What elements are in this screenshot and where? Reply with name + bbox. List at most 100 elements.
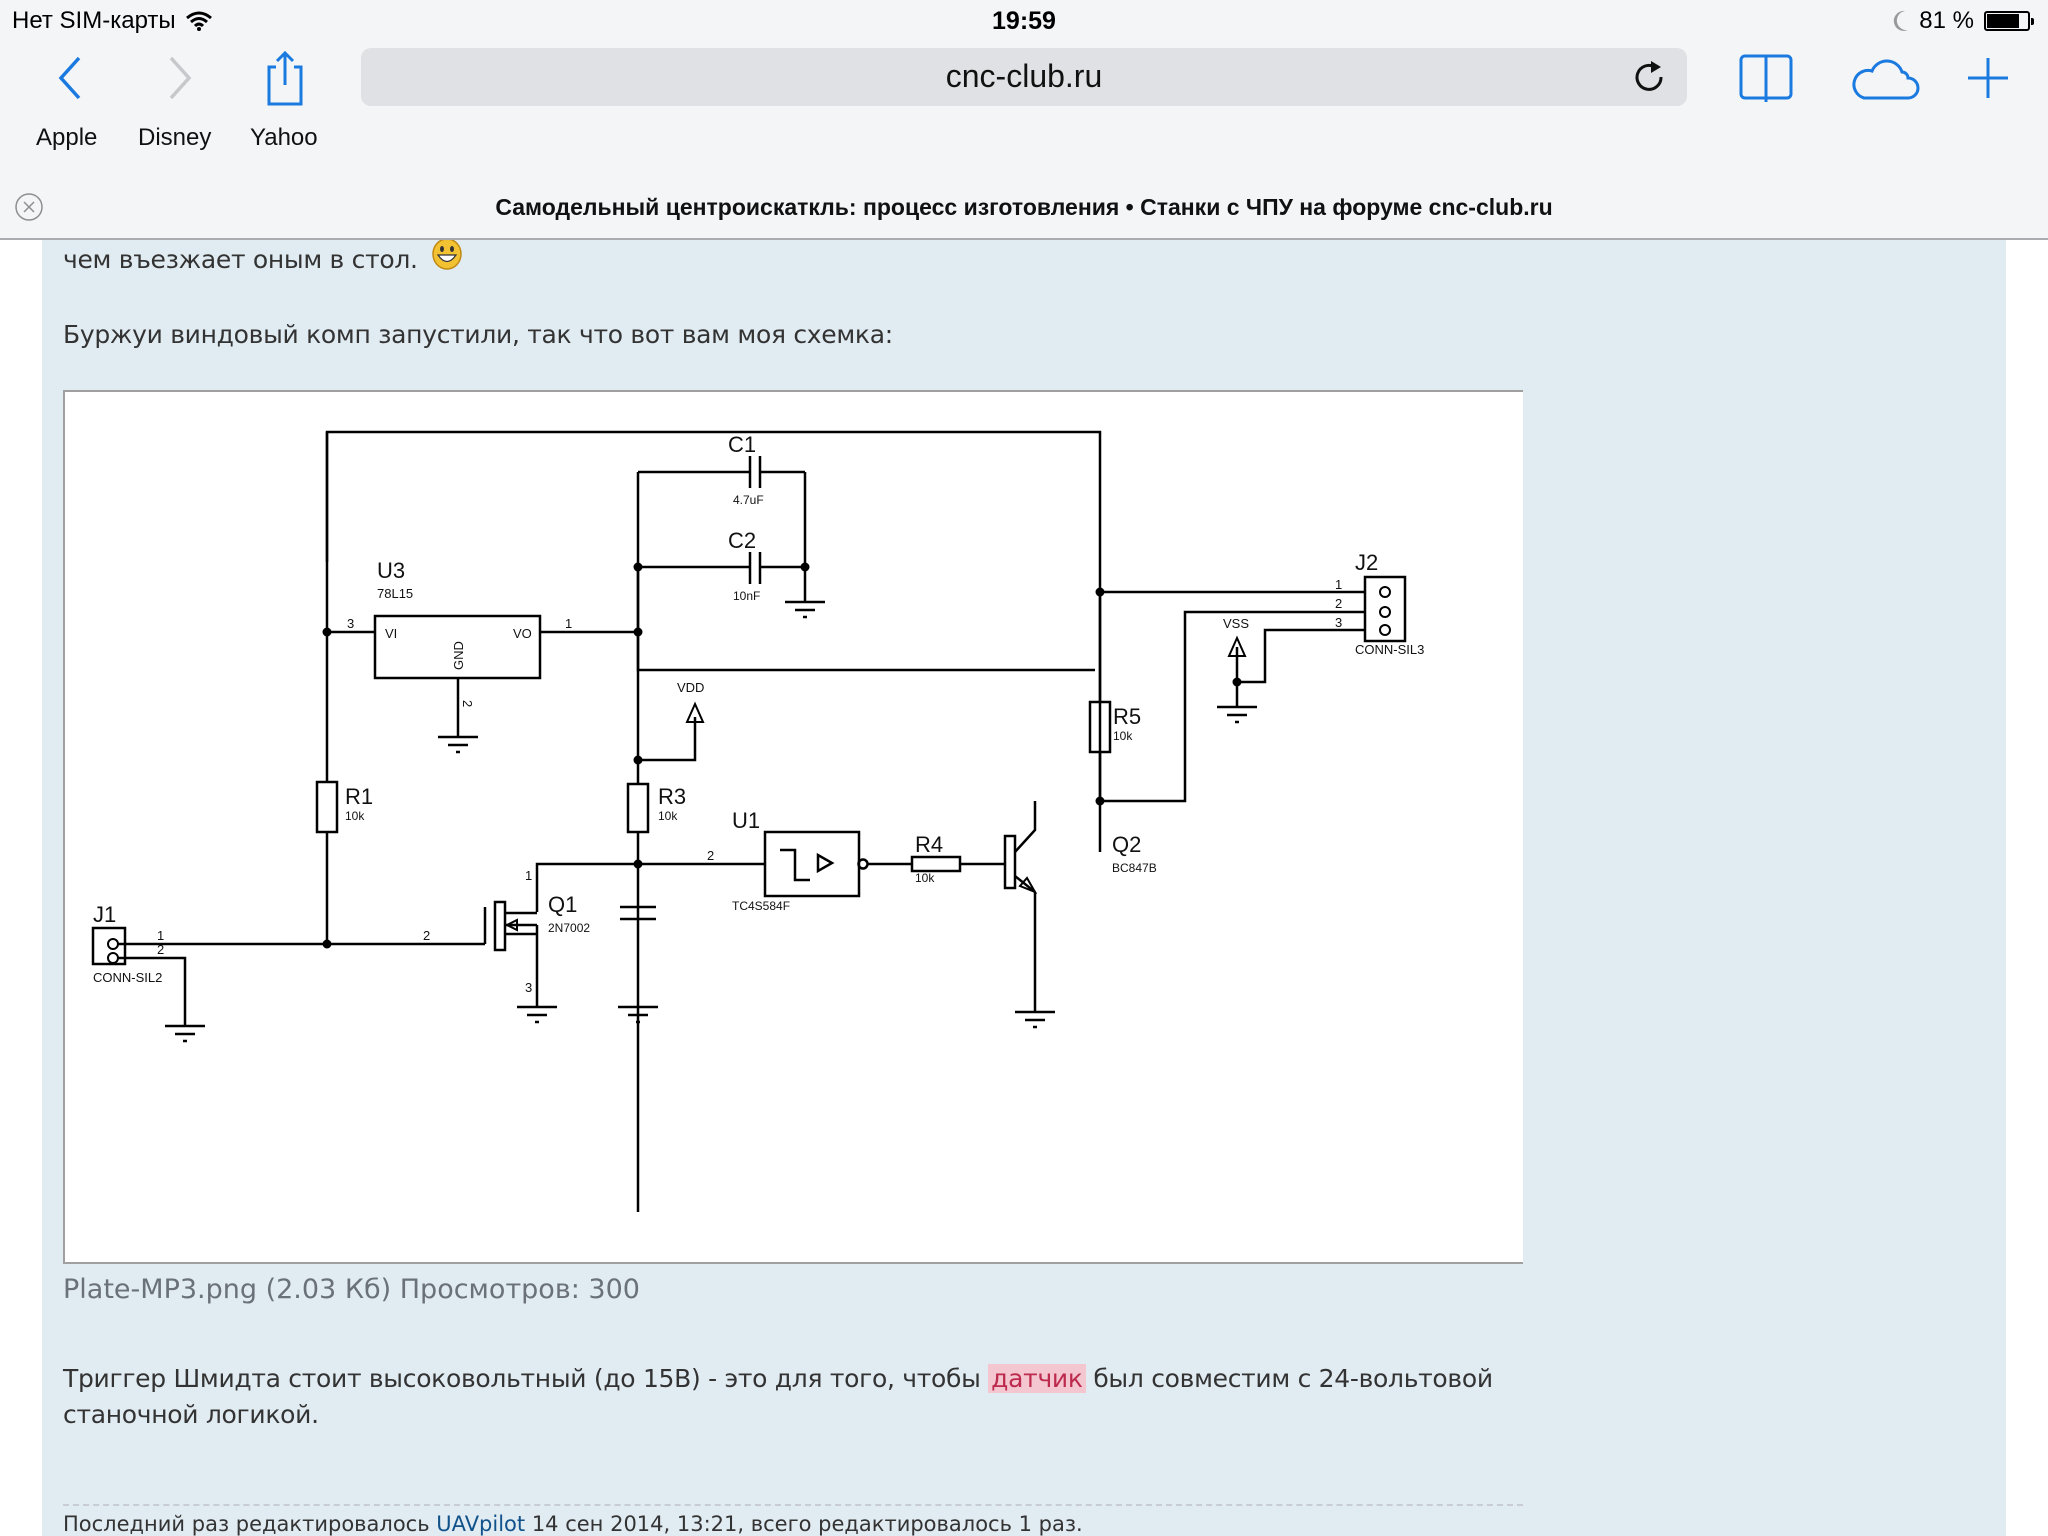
new-tab-button[interactable] [1958, 46, 2018, 110]
page-content: чем въезжает оным в стол. Буржуи виндовы… [0, 240, 2048, 1536]
j1-value: CONN-SIL2 [93, 970, 162, 985]
carrier-label: Нет SIM-карты [12, 7, 176, 34]
j2-pin3: 3 [1335, 615, 1342, 630]
close-tab-icon[interactable] [14, 192, 44, 222]
r4-ref: R4 [915, 832, 943, 857]
edit-suffix: 14 сен 2014, 13:21, всего редактировалос… [525, 1512, 1083, 1536]
cloud-icon [1852, 59, 1920, 100]
tab-bar: Самодельный центроискаткль: процесс изго… [0, 184, 2048, 238]
ground-symbols [165, 600, 1257, 1043]
forward-button[interactable] [150, 46, 210, 110]
j2-pin2: 2 [1335, 596, 1342, 611]
c1-ref: C1 [728, 432, 756, 457]
q2-emitter-arrow [1018, 876, 1038, 894]
r5-ref: R5 [1113, 704, 1141, 729]
reload-icon[interactable] [1633, 60, 1667, 94]
u3-pin2: 2 [460, 700, 475, 707]
edit-note: Последний раз редактировалось UAVpilot 1… [63, 1512, 1083, 1536]
u3-pin-gnd: GND [451, 641, 466, 670]
q2-ref: Q2 [1112, 832, 1141, 857]
battery-level [1987, 14, 2020, 28]
url-text[interactable]: cnc-club.ru [945, 58, 1103, 94]
j1-ref: J1 [93, 902, 116, 927]
para-after: был совместим с 24-вольтовой [1085, 1364, 1493, 1393]
tab-title[interactable]: Самодельный центроискаткль: процесс изго… [495, 194, 1553, 220]
q1-pin2: 2 [423, 928, 430, 943]
post-divider [63, 1504, 1523, 1506]
schematic-image[interactable]: C1 4.7uF C2 10nF U3 78L15 VI VO GND 3 1 … [63, 390, 1523, 1264]
q1-arrow [504, 918, 518, 932]
u1-value: TC4S584F [732, 899, 790, 913]
j1-pin1: 1 [157, 928, 164, 943]
clock: 19:59 [992, 7, 1056, 35]
moon-icon [1894, 10, 1909, 31]
j2-pin1: 1 [1335, 577, 1342, 592]
chevron-right-icon [169, 56, 192, 100]
q1-value: 2N7002 [548, 921, 590, 935]
post-paragraph: Триггер Шмидта стоит высоковольтный (до … [63, 1364, 1493, 1393]
forum-post: чем въезжает оным в стол. Буржуи виндовы… [42, 240, 2006, 1536]
u3-pin-vi: VI [385, 626, 397, 641]
address-bar[interactable]: cnc-club.ru [361, 48, 1687, 106]
share-icon [267, 50, 303, 106]
plus-icon [1968, 58, 2008, 98]
status-left: Нет SIM-карты [12, 7, 212, 35]
u1-pin2: 2 [707, 848, 714, 863]
junction-dots [322, 562, 1242, 949]
q2-value: BC847B [1112, 861, 1157, 875]
vss-symbol [1227, 635, 1247, 657]
para-before: Триггер Шмидта стоит высоковольтный (до … [63, 1364, 989, 1393]
u3-value: 78L15 [377, 586, 413, 601]
bookmark-disney[interactable]: Disney [138, 124, 212, 151]
q1-pin3: 3 [525, 980, 532, 995]
connector-pins [107, 586, 1391, 964]
u3-pin3: 3 [347, 616, 354, 631]
post-line-1-text: чем въезжает оным в стол. [63, 245, 418, 274]
r5-value: 10k [1113, 729, 1133, 743]
u3-pin-vo: VO [513, 626, 532, 641]
r4-value: 10k [915, 871, 935, 885]
icloud-tabs-button[interactable] [1850, 46, 1920, 110]
status-right: 81 % [1893, 7, 2034, 35]
post-paragraph-line2: станочной логикой. [63, 1400, 319, 1429]
back-button[interactable] [40, 46, 100, 110]
browser-chrome: Нет SIM-карты 19:59 81 % [0, 0, 2048, 240]
post-line-2: Буржуи виндовый комп запустили, так что … [63, 320, 893, 349]
r1-value: 10k [345, 809, 365, 823]
j1-pin2: 2 [157, 942, 164, 957]
c2-value: 10nF [733, 589, 760, 603]
j2-value: CONN-SIL3 [1355, 642, 1424, 657]
status-bar: Нет SIM-карты 19:59 81 % [0, 0, 2048, 40]
attachment-caption: Plate-MP3.png (2.03 Кб) Просмотров: 300 [63, 1274, 640, 1305]
u3-ref: U3 [377, 558, 405, 583]
bookmarks-button[interactable] [1736, 46, 1796, 110]
r3-value: 10k [658, 809, 678, 823]
highlighted-keyword[interactable]: датчик [988, 1364, 1086, 1393]
book-icon [1739, 54, 1793, 102]
r3-ref: R3 [658, 784, 686, 809]
r1-ref: R1 [345, 784, 373, 809]
q1-ref: Q1 [548, 892, 577, 917]
wifi-icon [185, 11, 212, 31]
post-line-1: чем въезжает оным в стол. [63, 240, 463, 274]
u1-ref: U1 [732, 808, 760, 833]
bookmark-apple[interactable]: Apple [36, 124, 98, 151]
wires [91, 430, 1407, 1212]
circuit-schematic: C1 4.7uF C2 10nF U3 78L15 VI VO GND 3 1 … [91, 430, 1424, 1212]
j2-ref: J2 [1355, 550, 1378, 575]
share-button[interactable] [255, 46, 315, 110]
q1-pin1: 1 [525, 868, 532, 883]
battery-percent: 81 % [1919, 7, 1974, 34]
u3-pin1: 1 [565, 616, 572, 631]
capacitor-plates [748, 456, 762, 584]
edit-prefix: Последний раз редактировалось [63, 1512, 437, 1536]
battery-icon [1984, 11, 2034, 31]
c1-value: 4.7uF [733, 493, 764, 507]
editor-user-link[interactable]: UAVpilot [436, 1512, 526, 1536]
vdd-label: VDD [677, 680, 704, 695]
vss-label: VSS [1223, 616, 1249, 631]
battery-tip [2031, 18, 2034, 25]
vdd-symbol [685, 701, 705, 723]
bookmark-yahoo[interactable]: Yahoo [250, 124, 318, 151]
chevron-left-icon [58, 56, 81, 100]
